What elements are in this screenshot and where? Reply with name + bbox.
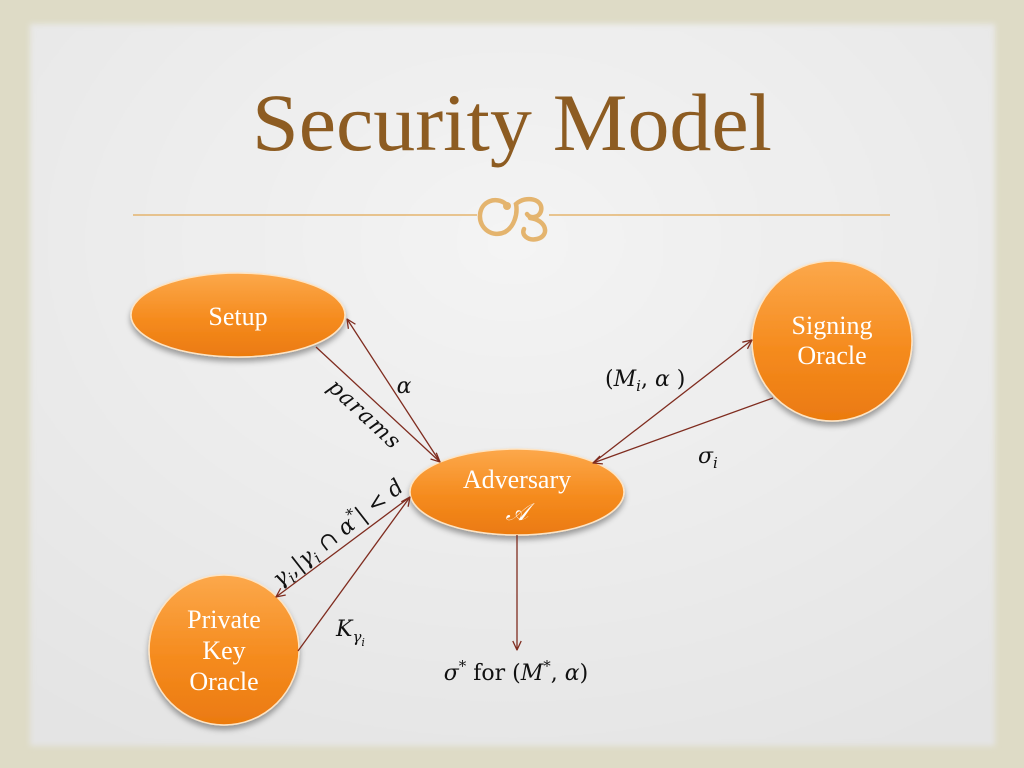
label-part: σ (444, 661, 460, 686)
label-part: * (543, 657, 551, 675)
edge-label-forgery-output: σ* for (M*, α) (444, 657, 589, 686)
edge-label-signature: σi (698, 444, 718, 472)
label-part: M (613, 367, 637, 392)
arrow-setup-to-adversary (315, 346, 440, 462)
label-part: i (636, 377, 641, 395)
node-label: Key (202, 636, 245, 665)
node-shape (130, 272, 346, 358)
label-part: i (713, 454, 718, 472)
ornament-curl-tail (521, 215, 548, 242)
edge-label-private-key: Kγi (335, 617, 365, 649)
node-label: Setup (208, 302, 267, 331)
label-part: α (655, 367, 670, 392)
ornament-icon (477, 196, 548, 242)
label-part: for ( (466, 661, 520, 686)
label-part: , (551, 661, 565, 686)
label-part: M (520, 661, 544, 686)
slide-title: Security Model (252, 77, 772, 168)
label-part: σ (698, 444, 714, 469)
arrow-adversary-to-signing-oracle (592, 340, 752, 464)
arrow-signing-oracle-to-adversary (593, 397, 774, 463)
node-adversary: Adversary 𝒜 (409, 448, 625, 536)
label-part: ) (580, 661, 589, 686)
label-part: , (641, 367, 655, 392)
arrow-adversary-to-private-key-oracle (276, 496, 411, 597)
node-label: Oracle (797, 341, 866, 370)
node-label: Adversary (463, 465, 571, 494)
ornament-curl-left (477, 198, 509, 237)
ornament-dot (503, 202, 511, 210)
label-part: i (361, 636, 365, 649)
node-setup: Setup (130, 272, 346, 358)
arrow-adversary-to-setup (347, 319, 441, 463)
label-part: γ (352, 628, 361, 646)
node-label: Private (187, 605, 261, 634)
label-part: ) (670, 367, 686, 392)
label-part: K (335, 617, 354, 642)
edge-label-message-attribute: (Mi, α ) (605, 367, 685, 395)
node-label: Signing (792, 311, 873, 340)
edge-label-alpha: α (397, 374, 412, 399)
node-private-key-oracle: Private Key Oracle (148, 574, 300, 726)
node-signing-oracle: Signing Oracle (751, 260, 913, 422)
node-label: Oracle (189, 667, 258, 696)
label-part: α (565, 661, 580, 686)
label-part: ( (605, 367, 614, 392)
label-part: * (459, 657, 467, 675)
arrow-private-key-oracle-to-adversary (297, 497, 410, 652)
